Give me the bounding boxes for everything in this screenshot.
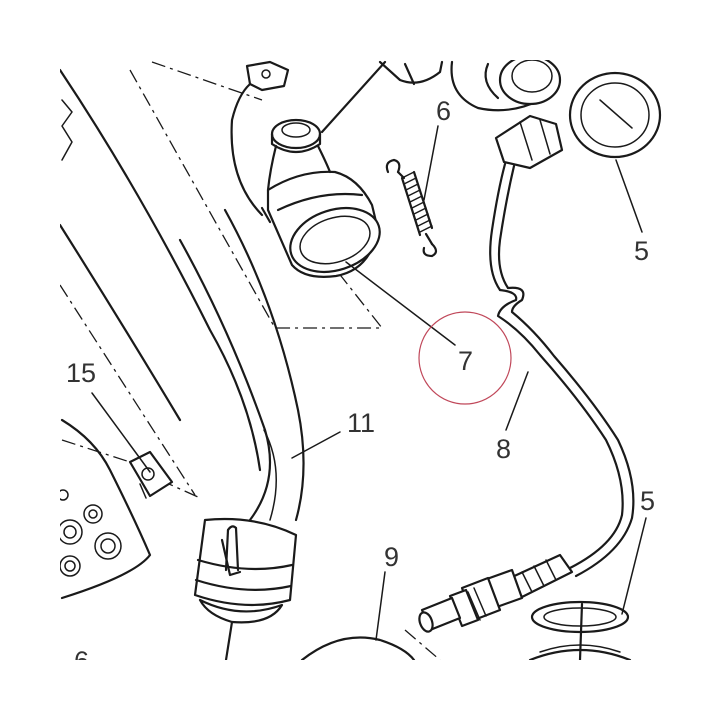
sensor-cable	[489, 114, 635, 578]
gasket-lower	[528, 600, 632, 662]
highlight-circle	[418, 311, 512, 405]
frame-plate	[57, 418, 152, 600]
callout-8: 8	[496, 434, 511, 464]
bottom-mask	[0, 660, 720, 720]
callout-5-upper: 5	[634, 236, 649, 266]
gasket-upper	[568, 71, 662, 159]
reference-lines	[59, 61, 441, 661]
exhaust-pipe	[178, 208, 305, 522]
top-mask	[0, 0, 720, 60]
callout-11: 11	[347, 408, 375, 438]
leader-lines	[91, 125, 647, 641]
spring	[385, 158, 438, 258]
inlet-sleeve	[260, 118, 381, 278]
callout-5-lower: 5	[640, 486, 655, 516]
pipe-flange	[450, 54, 562, 112]
clip-nut	[128, 450, 174, 499]
callout-6-upper: 6	[436, 96, 451, 126]
pipe-sleeve	[193, 517, 298, 662]
lambda-probe	[418, 553, 574, 633]
left-mask	[0, 0, 60, 720]
callout-7: 7	[458, 346, 473, 376]
callout-15: 15	[66, 358, 96, 388]
silencer-dome	[300, 636, 416, 662]
frame-outline	[58, 68, 262, 472]
callout-9: 9	[384, 542, 399, 572]
upper-bracket	[230, 60, 290, 217]
inlet-pipe	[320, 60, 444, 134]
